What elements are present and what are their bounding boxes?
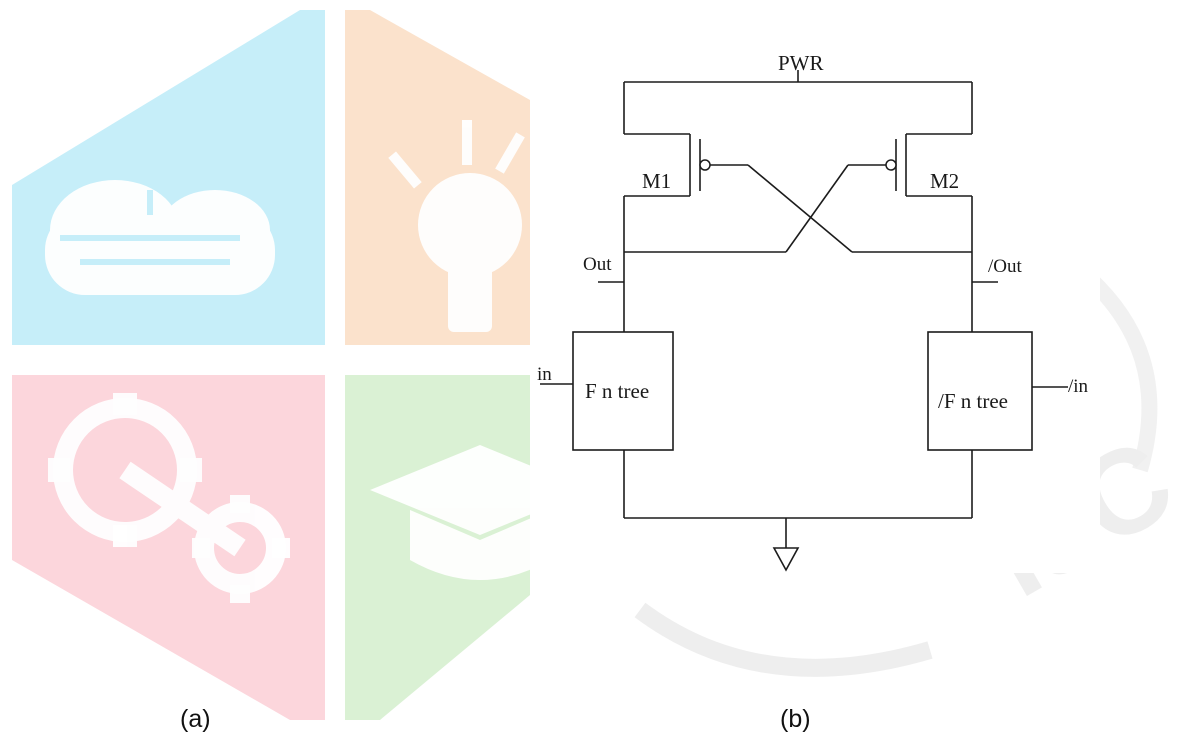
transistor-m1-label: M1 (642, 169, 671, 193)
caption-a: (a) (180, 705, 211, 733)
power-label: PWR (778, 51, 824, 75)
transistor-m2-label: M2 (930, 169, 959, 193)
output-right-label: /Out (988, 256, 1023, 277)
ground-symbol-icon (772, 547, 800, 572)
inverse-f-n-tree-block (927, 331, 1033, 451)
pink-quadrant (12, 375, 325, 720)
input-right-label: /in (1068, 376, 1089, 397)
m2-gate-bubble (885, 159, 897, 171)
f-n-tree-block (572, 331, 674, 451)
f-n-tree-label: F n tree (585, 379, 649, 403)
m1-gate-bubble (699, 159, 711, 171)
circuit-panel (532, 40, 1100, 573)
watermark-logo-a (12, 10, 590, 720)
inverse-f-n-tree-label: /F n tree (938, 389, 1008, 413)
caption-b: (b) (780, 705, 811, 733)
input-left-label: in (537, 364, 552, 385)
lightbulb-icon (388, 120, 525, 332)
circuit-diagram: PWR M1 M2 Out /Out F n tree (537, 51, 1089, 572)
output-left-label: Out (583, 254, 612, 275)
orange-quadrant (345, 10, 530, 345)
